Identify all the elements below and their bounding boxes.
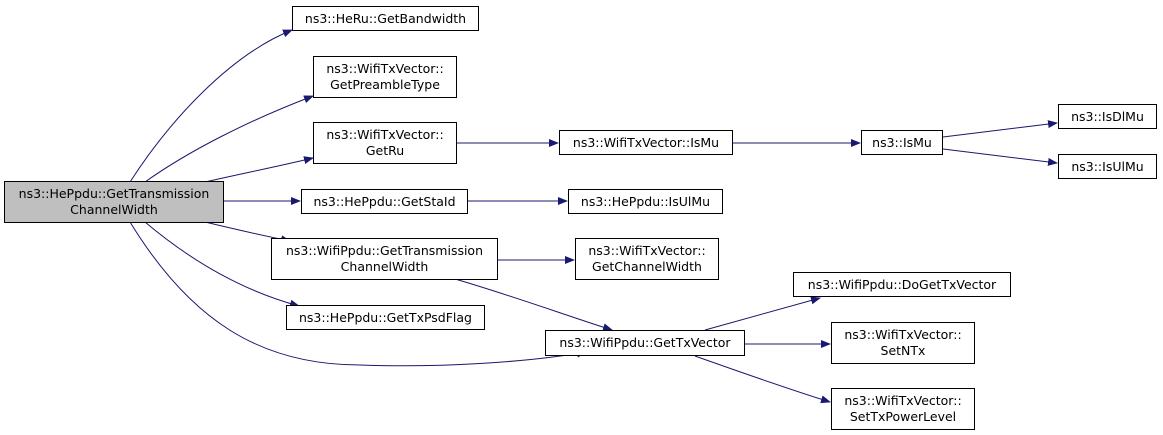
edge-root-to-txvector-getru — [204, 156, 314, 183]
node-label-line1: ns3::WifiTxVector:: — [326, 61, 444, 76]
edge-ismu-to-isdlmu — [942, 120, 1058, 138]
node-label-line2: GetPreambleType — [330, 77, 440, 92]
node-label-line2: SetNTx — [880, 343, 926, 358]
node-heru-getbandwidth[interactable]: ns3::HeRu::GetBandwidth — [292, 6, 479, 31]
node-txvector-ismu[interactable]: ns3::WifiTxVector::IsMu — [559, 130, 733, 155]
node-txvector-getpreambletype[interactable]: ns3::WifiTxVector:: GetPreambleType — [313, 56, 457, 98]
node-label-line2: ChannelWidth — [70, 202, 158, 217]
node-label-line2: GetRu — [365, 143, 405, 158]
node-label: ns3::WifiPpdu::DoGetTxVector — [807, 276, 997, 292]
edge-wifippdu-gettransmissionchannelwidth-to-wifippdu-gettxvector — [454, 278, 613, 332]
node-txvector-settxpowerlevel[interactable]: ns3::WifiTxVector:: SetTxPowerLevel — [831, 388, 975, 430]
node-label: ns3::IsMu — [872, 134, 932, 150]
node-wifippdu-dogettxvector[interactable]: ns3::WifiPpdu::DoGetTxVector — [793, 272, 1011, 297]
node-label: ns3::HePpdu::GetTxPsdFlag — [299, 309, 472, 325]
node-txvector-getru[interactable]: ns3::WifiTxVector:: GetRu — [313, 122, 457, 164]
node-label: ns3::HeRu::GetBandwidth — [304, 10, 467, 26]
node-label-line1: ns3::HePpdu::GetTransmission — [18, 186, 210, 201]
node-label-line1: ns3::WifiTxVector:: — [326, 127, 444, 142]
node-heppdu-isulmu[interactable]: ns3::HePpdu::IsUlMu — [568, 189, 723, 214]
edge-root-to-heppdu-gettxpsdflag — [144, 221, 300, 308]
node-label-line1: ns3::WifiTxVector:: — [844, 327, 962, 342]
node-isulmu[interactable]: ns3::IsUlMu — [1058, 154, 1157, 179]
node-label: ns3::HePpdu::GetStaId — [313, 193, 456, 209]
edge-wifippdu-gettxvector-to-wifippdu-dogettxvector — [704, 296, 821, 331]
node-label-line1: ns3::WifiPpdu::GetTransmission — [285, 243, 484, 258]
node-wifippdu-gettxvector[interactable]: ns3::WifiPpdu::GetTxVector — [545, 330, 745, 356]
node-txvector-setntx[interactable]: ns3::WifiTxVector:: SetNTx — [831, 322, 975, 364]
node-wifippdu-gettransmissionchannelwidth[interactable]: ns3::WifiPpdu::GetTransmission ChannelWi… — [271, 238, 498, 280]
edge-ismu-to-isulmu — [942, 148, 1058, 166]
edge-root-to-heru-getbandwidth — [129, 29, 293, 183]
edge-root-to-txvector-getpreambletype — [144, 95, 314, 183]
node-ismu[interactable]: ns3::IsMu — [861, 130, 943, 155]
node-label-line2: GetChannelWidth — [592, 259, 702, 274]
node-label: ns3::IsUlMu — [1071, 158, 1144, 174]
node-txvector-getchannelwidth[interactable]: ns3::WifiTxVector:: GetChannelWidth — [575, 238, 719, 280]
node-label-line2: SetTxPowerLevel — [849, 409, 957, 424]
node-label-line2: ChannelWidth — [340, 259, 429, 274]
node-root-hePpdu-gettransmissionchannelwidth[interactable]: ns3::HePpdu::GetTransmission ChannelWidt… — [4, 181, 224, 223]
node-isdlmu[interactable]: ns3::IsDlMu — [1058, 104, 1157, 129]
node-label: ns3::HePpdu::IsUlMu — [580, 193, 711, 209]
edge-root-to-wifippdu-gettxvector — [129, 221, 587, 367]
node-label: ns3::WifiPpdu::GetTxVector — [559, 335, 731, 350]
edge-wifippdu-gettxvector-to-txvector-settxpowerlevel — [694, 355, 831, 404]
node-heppdu-getstaid[interactable]: ns3::HePpdu::GetStaId — [301, 189, 468, 214]
node-heppdu-gettxpsdflag[interactable]: ns3::HePpdu::GetTxPsdFlag — [286, 305, 485, 330]
node-label-line1: ns3::WifiTxVector:: — [844, 393, 962, 408]
node-label: ns3::IsDlMu — [1071, 108, 1144, 124]
node-label-line1: ns3::WifiTxVector:: — [588, 243, 706, 258]
node-label: ns3::WifiTxVector::IsMu — [572, 134, 720, 150]
